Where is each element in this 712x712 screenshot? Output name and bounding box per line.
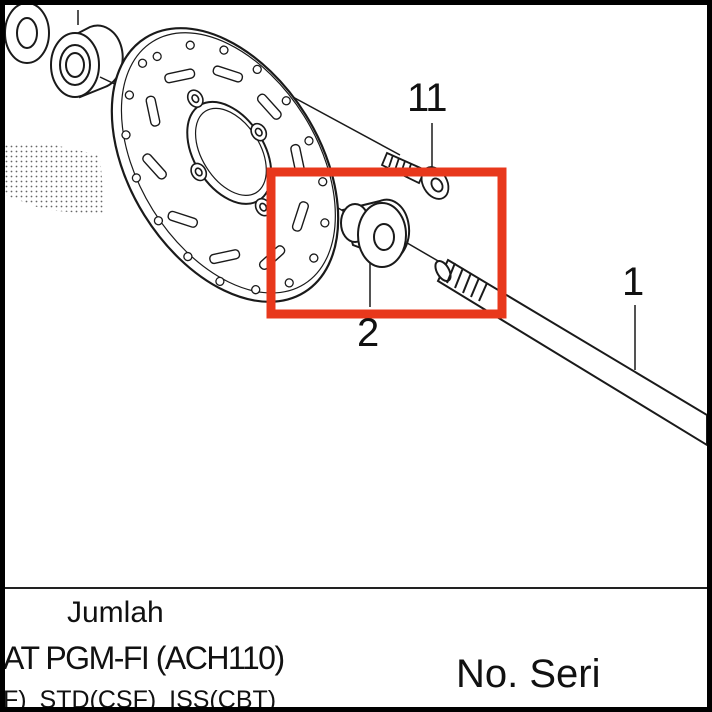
brake-disc-part bbox=[110, 27, 340, 303]
variant-codes-label: F) STD(CSF) ISS(CBT) bbox=[3, 686, 277, 712]
parts-diagram bbox=[5, 5, 707, 447]
bearing-left-part bbox=[5, 5, 50, 64]
model-label: AT PGM-FI (ACH110) bbox=[3, 640, 285, 676]
callout-label-1: 1 bbox=[622, 260, 644, 304]
shading-dots bbox=[5, 143, 105, 215]
callout-label-2: 2 bbox=[357, 311, 379, 355]
callout-label-11: 11 bbox=[407, 76, 448, 120]
serial-number-label: No. Seri bbox=[456, 652, 601, 696]
highlight-box bbox=[266, 167, 507, 319]
bolt-part-11 bbox=[380, 151, 450, 200]
collar-part-2 bbox=[340, 198, 411, 268]
parts-footer: Jumlah AT PGM-FI (ACH110) No. Seri F) ST… bbox=[3, 587, 707, 712]
axle-part-1 bbox=[434, 258, 707, 447]
bearing-part bbox=[50, 24, 124, 99]
quantity-label: Jumlah bbox=[67, 596, 164, 629]
